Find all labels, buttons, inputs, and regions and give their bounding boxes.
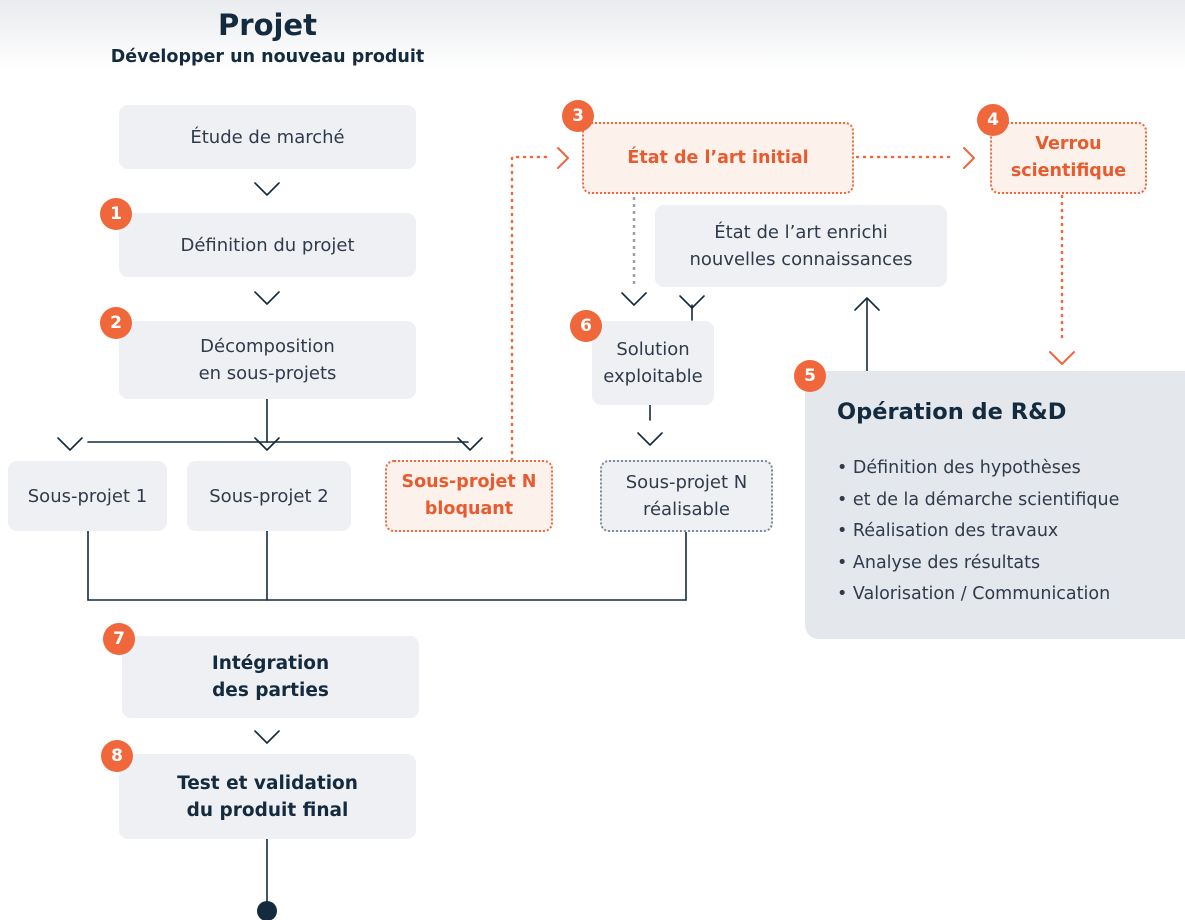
- step-label: Solution exploitable: [603, 339, 703, 387]
- step-integration: Intégration des parties: [122, 636, 419, 718]
- step-badge: 5: [794, 360, 826, 392]
- step-etude-marche: Étude de marché: [119, 105, 416, 169]
- rd-operation-list: Définition des hypothèses et de la démar…: [837, 453, 1119, 611]
- arrow-down-icon: [254, 291, 280, 305]
- step-label: Définition du projet: [180, 234, 355, 256]
- end-point: [257, 901, 277, 920]
- step-label: État de l’art initial: [627, 147, 809, 168]
- arrow-up-icon: [854, 297, 880, 311]
- step-test-validation: Test et validation du produit final: [119, 754, 416, 839]
- step-badge: 8: [101, 740, 133, 772]
- step-decomposition: Décomposition en sous-projets: [119, 321, 416, 399]
- arrow-down-icon: [637, 432, 663, 446]
- list-item: Réalisation des travaux: [837, 516, 1119, 548]
- top-shade: [0, 0, 1185, 70]
- step-badge: 4: [977, 104, 1009, 136]
- step-sous-projet-n-bloquant: Sous-projet N bloquant: [385, 460, 553, 532]
- step-badge: 3: [562, 100, 594, 132]
- step-label: Sous-projet 1: [27, 485, 148, 507]
- step-badge: 1: [100, 198, 132, 230]
- step-badge: 2: [100, 307, 132, 339]
- arrow-down-icon: [1049, 351, 1075, 365]
- arrow-down-icon: [254, 730, 280, 744]
- arrow-down-icon: [621, 292, 647, 306]
- step-etat-art-initial: État de l’art initial: [582, 122, 854, 194]
- page-title: Projet: [218, 8, 317, 42]
- step-label: Étude de marché: [190, 126, 345, 148]
- rd-operation-title: Opération de R&D: [837, 399, 1067, 425]
- step-definition-projet: Définition du projet: [119, 213, 416, 277]
- step-label: État de l’art enrichi nouvelles connaiss…: [689, 222, 913, 270]
- list-item: Définition des hypothèses: [837, 453, 1119, 485]
- arrow-down-icon: [254, 437, 280, 451]
- step-label: Sous-projet N bloquant: [401, 472, 537, 519]
- step-badge: 7: [103, 623, 135, 655]
- arrow-down-icon: [457, 437, 483, 451]
- step-label: Intégration des parties: [211, 653, 330, 701]
- list-item: Analyse des résultats: [837, 548, 1119, 580]
- step-solution-exploitable: Solution exploitable: [592, 321, 714, 405]
- rd-operation-panel: Opération de R&D Définition des hypothès…: [805, 371, 1185, 639]
- step-sous-projet-2: Sous-projet 2: [187, 461, 351, 531]
- step-badge: 6: [570, 310, 602, 342]
- page-subtitle: Développer un nouveau produit: [110, 47, 425, 67]
- arrow-right-icon: [963, 147, 975, 169]
- step-label: Sous-projet N réalisable: [625, 472, 748, 520]
- step-etat-art-enrichi: État de l’art enrichi nouvelles connaiss…: [655, 205, 947, 287]
- arrow-right-icon: [557, 147, 569, 169]
- arrow-down-icon: [57, 437, 83, 451]
- step-label: Test et validation du produit final: [177, 772, 358, 821]
- list-item: et de la démarche scientifique: [837, 485, 1119, 517]
- list-item: Valorisation / Communication: [837, 579, 1119, 611]
- step-label: Verrou scientifique: [1010, 134, 1127, 181]
- step-sous-projet-1: Sous-projet 1: [8, 461, 167, 531]
- step-label: Sous-projet 2: [209, 485, 329, 507]
- step-label: Décomposition en sous-projets: [198, 336, 337, 384]
- step-sous-projet-n-realisable: Sous-projet N réalisable: [600, 460, 773, 532]
- arrow-down-icon: [254, 182, 280, 196]
- step-verrou-scientifique: Verrou scientifique: [990, 122, 1147, 194]
